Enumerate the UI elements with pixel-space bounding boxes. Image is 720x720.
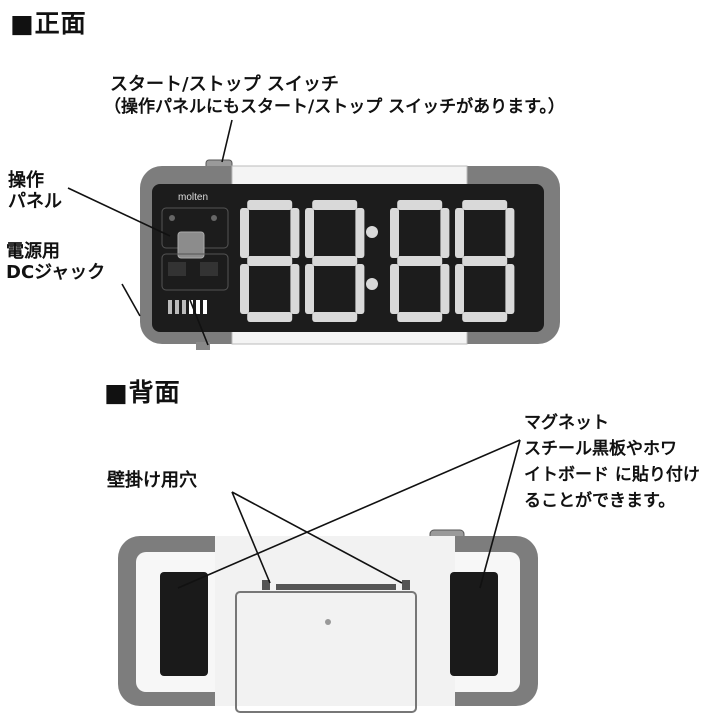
- front-heading: ■正面: [10, 9, 87, 38]
- brand-logo: molten: [178, 192, 208, 203]
- magnet-label-line-4: ることができます。: [524, 491, 676, 511]
- magnet-right: [450, 572, 498, 676]
- dc-jack-label-line-1: 電源用: [6, 241, 60, 262]
- control-panel: [161, 207, 229, 314]
- front-leader-lines: [67, 119, 233, 346]
- start-stop-label: スタート/ストップ スイッチ: [110, 74, 339, 95]
- back-heading: ■背面: [104, 378, 181, 407]
- wall-hole-right: [402, 580, 410, 590]
- magnet-label-line-1: マグネット: [524, 413, 609, 433]
- magnet-left: [160, 572, 208, 676]
- start-stop-note: （操作パネルにもスタート/ストップ スイッチがあります。）: [104, 97, 565, 117]
- panel-label-line-2: パネル: [8, 191, 62, 212]
- magnet-label: マグネット スチール黒板やホワ イトボード に貼り付け ることができます。: [524, 410, 700, 514]
- wall-hole-left: [262, 580, 270, 590]
- magnet-label-line-3: イトボード に貼り付け: [524, 465, 700, 485]
- panel-start-stop-button[interactable]: [177, 231, 205, 259]
- front-clock: molten: [140, 159, 560, 350]
- back-clock: [118, 529, 538, 713]
- panel-label: 操作 パネル: [8, 170, 62, 212]
- dc-jack: [196, 342, 210, 350]
- panel-label-line-1: 操作: [8, 170, 44, 191]
- dc-jack-label: 電源用 DCジャック: [6, 241, 105, 283]
- magnet-label-line-2: スチール黒板やホワ: [524, 439, 677, 459]
- wall-hole-slot: [276, 584, 396, 590]
- wall-hole-label: 壁掛け用穴: [107, 470, 197, 491]
- display-digits: [240, 200, 515, 322]
- dc-jack-label-line-2: DCジャック: [6, 262, 106, 283]
- back-recess: [235, 591, 417, 713]
- back-leader-lines: [177, 439, 521, 589]
